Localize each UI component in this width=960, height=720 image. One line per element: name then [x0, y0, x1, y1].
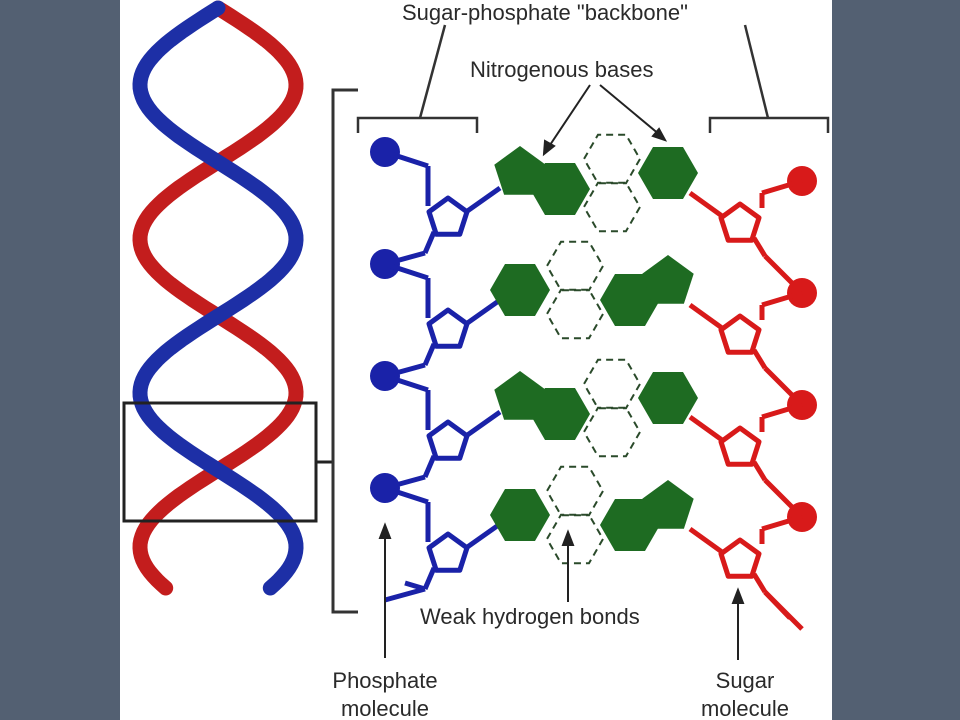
backbone-brackets [356, 24, 830, 133]
annotation-arrows [378, 84, 745, 660]
sugar-molecule [426, 195, 470, 237]
backbone-link [751, 236, 768, 258]
sugar-base-bond [464, 297, 502, 327]
sugar-base-bond [464, 521, 502, 551]
phosphate-molecule-label-line2: molecule [341, 696, 429, 720]
sugar-base-bond [688, 414, 724, 443]
right-sugar-phosphate-strand [688, 166, 817, 631]
phosphate-bond [384, 261, 429, 281]
sugar-molecule [718, 537, 762, 579]
left-sugar-phosphate-strand [370, 137, 502, 603]
purine-ring [638, 147, 698, 199]
backbone-link [422, 343, 437, 366]
purine-ring [494, 146, 546, 195]
phosphate-bond [761, 402, 803, 420]
backbone-link [751, 572, 768, 594]
sugar-base-bond [688, 190, 724, 219]
purine-ring [600, 274, 660, 326]
sugar-molecule [426, 419, 470, 461]
backbone-link [751, 348, 768, 370]
sugar-molecule-label-line2: molecule [701, 696, 789, 720]
double-helix-illustration [122, 0, 333, 596]
purine-ring [642, 255, 694, 304]
backbone-label: Sugar-phosphate "backbone" [402, 0, 688, 25]
sugar-molecule [426, 307, 470, 349]
backbone-link [422, 567, 437, 590]
helix-strand-blue [132, 0, 304, 596]
strand-end [763, 590, 792, 620]
helix-base-pair-rungs [146, 27, 290, 566]
phosphate-bond [384, 149, 429, 169]
backbone-link [384, 586, 426, 603]
backbone-link [751, 460, 768, 482]
purine-ring [490, 489, 550, 541]
section-bracket [331, 88, 358, 614]
phosphate-molecule-label-line1: Phosphate [332, 668, 437, 693]
hydrogen-bond [582, 406, 642, 458]
backbone-link [422, 455, 437, 478]
purine-ring [490, 264, 550, 316]
hydrogen-bond [545, 288, 605, 340]
diagram-canvas: Sugar-phosphate "backbone" Nitrogenous b… [120, 0, 832, 720]
hydrogen-bond [545, 465, 605, 517]
phosphate-bond [761, 290, 803, 308]
sugar-molecule [426, 531, 470, 573]
purine-ring [530, 163, 590, 215]
sugar-molecule-label-line1: Sugar [716, 668, 775, 693]
backbone-link [422, 231, 437, 254]
hydrogen-bonds-label: Weak hydrogen bonds [420, 604, 640, 629]
sugar-base-bond [464, 409, 502, 439]
purine-ring [600, 499, 660, 551]
purine-ring [638, 372, 698, 424]
nitrogenous-base-pairs [490, 133, 698, 565]
hydrogen-bond [582, 181, 642, 233]
sugar-base-bond [688, 302, 724, 331]
nitrogenous-bases-label: Nitrogenous bases [470, 57, 653, 82]
phosphate-bond [761, 514, 803, 532]
phosphate-bond [384, 485, 429, 505]
hydrogen-bond [582, 133, 642, 185]
hydrogen-bond [545, 240, 605, 292]
sugar-molecule [718, 313, 762, 355]
phosphate-bond [384, 373, 429, 393]
sugar-base-bond [688, 526, 724, 555]
hydrogen-bond [582, 358, 642, 410]
hydrogen-bond [545, 513, 605, 565]
sugar-base-bond [464, 185, 502, 215]
sugar-molecule [718, 425, 762, 467]
strand-end [404, 580, 426, 592]
purine-ring [530, 388, 590, 440]
sugar-molecule [718, 201, 762, 243]
purine-ring [494, 371, 546, 420]
purine-ring [642, 480, 694, 529]
helix-strand-red [132, 0, 304, 596]
phosphate-bond [761, 178, 803, 196]
